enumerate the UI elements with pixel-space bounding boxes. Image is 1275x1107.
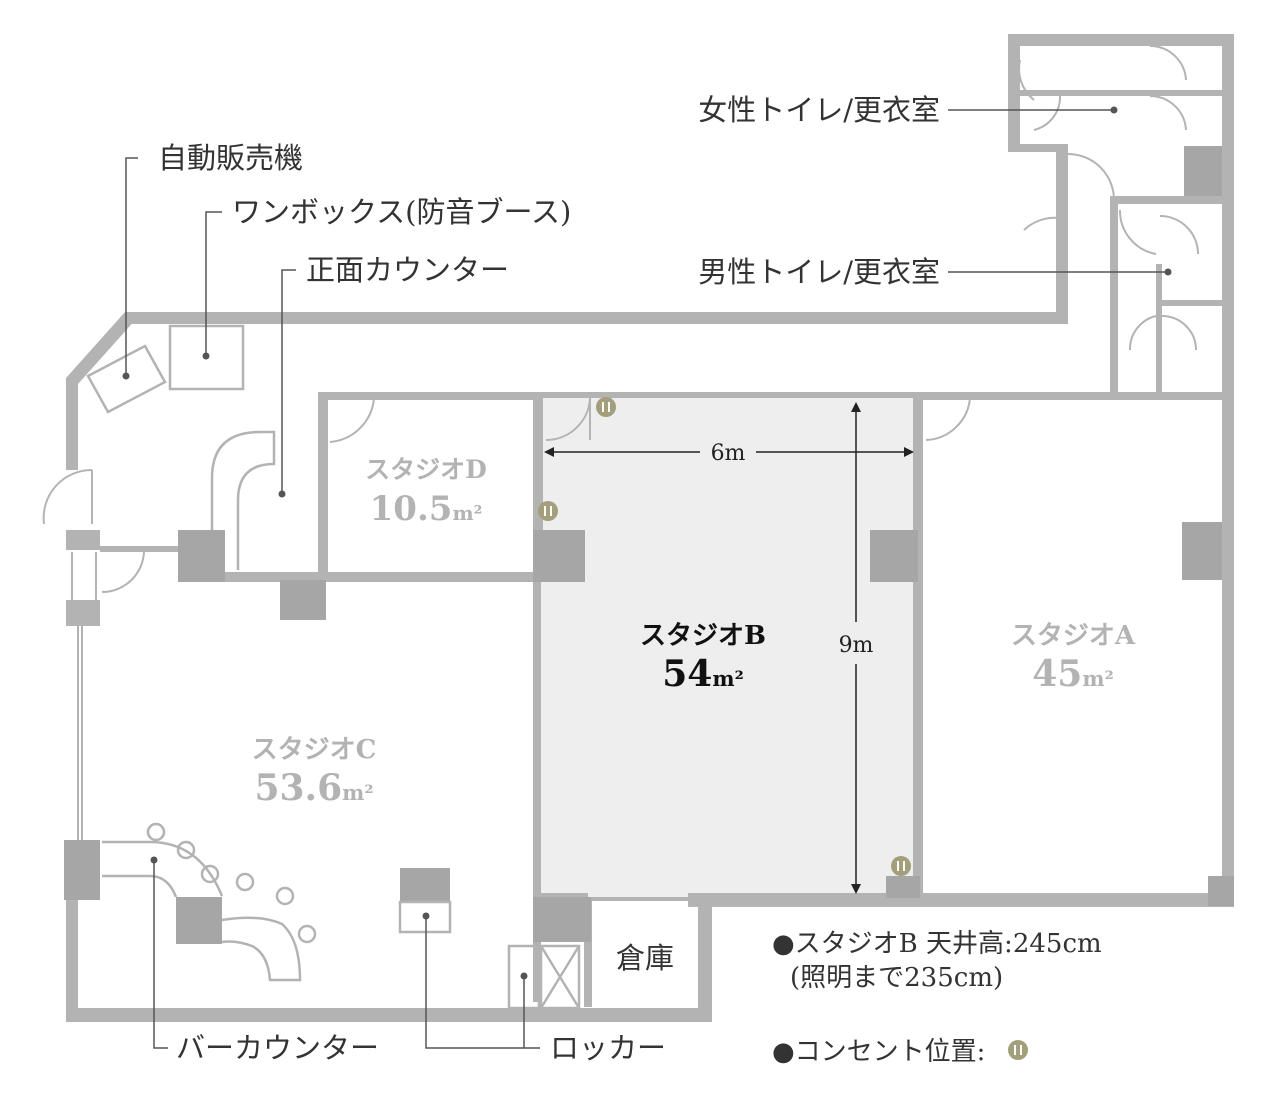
studio-b-floor [540,392,918,897]
label-locker: ロッカー [550,1031,666,1065]
dim-width: 6m [711,441,746,466]
room-a-area: 45m² [1032,653,1114,695]
columns [64,522,1234,944]
dimension-lines [544,402,914,894]
room-b-name: スタジオB [640,621,766,651]
outlet-icon [538,397,1028,1060]
bar-counter [102,840,302,982]
room-c-name: スタジオC [252,735,377,765]
walls [66,34,1234,1022]
room-d-area: 10.5m² [370,489,483,529]
leaders [122,106,1172,1049]
doors [42,44,1199,594]
label-vending: 自動販売機 [158,141,303,175]
room-a-name: スタジオA [1011,621,1136,651]
label-mens: 男性トイレ/更衣室 [698,255,940,289]
label-onebox: ワンボックス(防音ブース) [232,195,571,229]
note-ceiling-sub: (照明まで235cm) [790,963,1003,993]
room-b-area: 54m² [662,653,744,695]
room-d-name: スタジオD [365,455,487,484]
room-c-area: 53.6m² [254,767,373,809]
note-outlet: ●コンセント位置: [772,1037,985,1067]
front-counter [210,430,276,570]
note-ceiling: ●スタジオB 天井高:245cm [772,929,1102,959]
label-bar-counter: バーカウンター [176,1031,379,1065]
label-womens: 女性トイレ/更衣室 [698,93,940,127]
dim-depth: 9m [839,633,874,658]
label-front-counter: 正面カウンター [306,253,509,287]
label-storage: 倉庫 [616,941,674,975]
fixtures [86,324,581,1010]
